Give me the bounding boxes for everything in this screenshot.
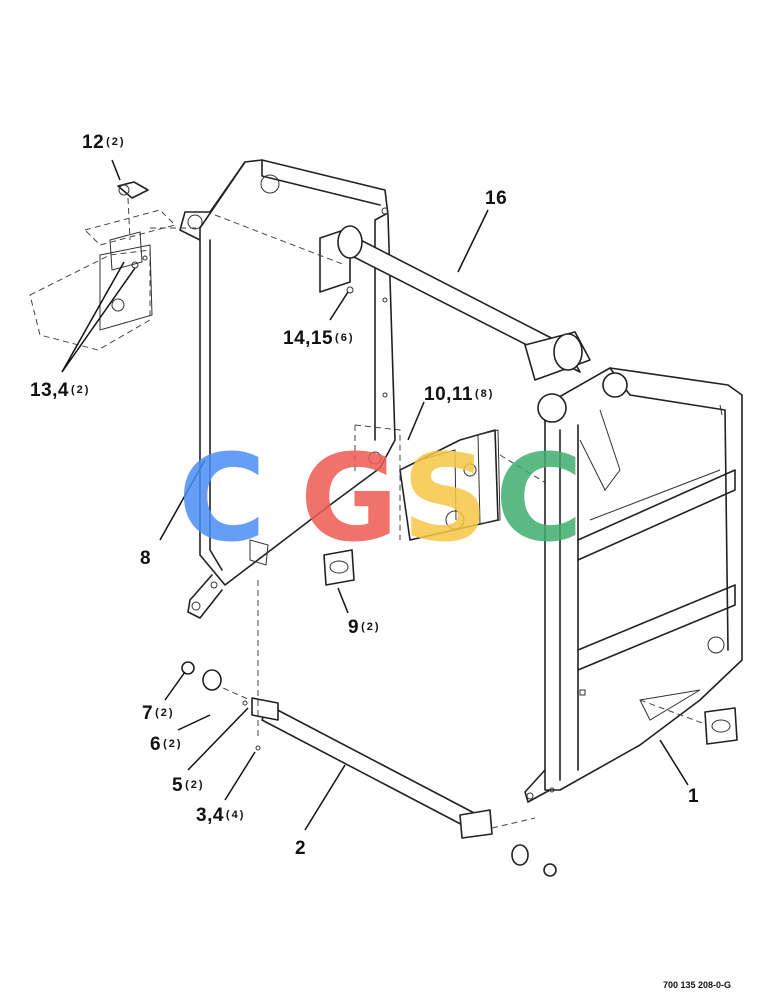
callout-10-11: 10,11(8): [424, 384, 495, 405]
callout-16: 16: [485, 188, 508, 209]
leader-lines: [61, 159, 689, 831]
callout-5: 5(2): [172, 775, 205, 796]
upper-cross-tube: [214, 214, 591, 381]
callout-8: 8: [140, 548, 152, 569]
cgsc-watermark: C G S C: [178, 430, 583, 569]
callout-13-4: 13,4(2): [30, 380, 91, 401]
watermark-letter: C: [495, 430, 583, 569]
callout-3-4: 3,4(4): [196, 805, 246, 826]
lower-cross-tube: [181, 580, 557, 877]
left-mount-bracket: [29, 181, 200, 351]
callout-7: 7(2): [142, 703, 175, 724]
callout-9: 9(2): [348, 617, 381, 638]
watermark-letter: G: [300, 430, 399, 569]
drawing-code: 700 135 208-0-G: [663, 980, 732, 990]
watermark-letter: C: [178, 430, 266, 569]
right-frame: [524, 367, 743, 803]
callout-1: 1: [688, 786, 700, 807]
callout-2: 2: [295, 838, 307, 859]
callout-14-15: 14,15(6): [283, 328, 355, 349]
callout-12: 12(2): [82, 132, 126, 153]
callout-6: 6(2): [150, 734, 183, 755]
watermark-letter: S: [402, 430, 488, 569]
